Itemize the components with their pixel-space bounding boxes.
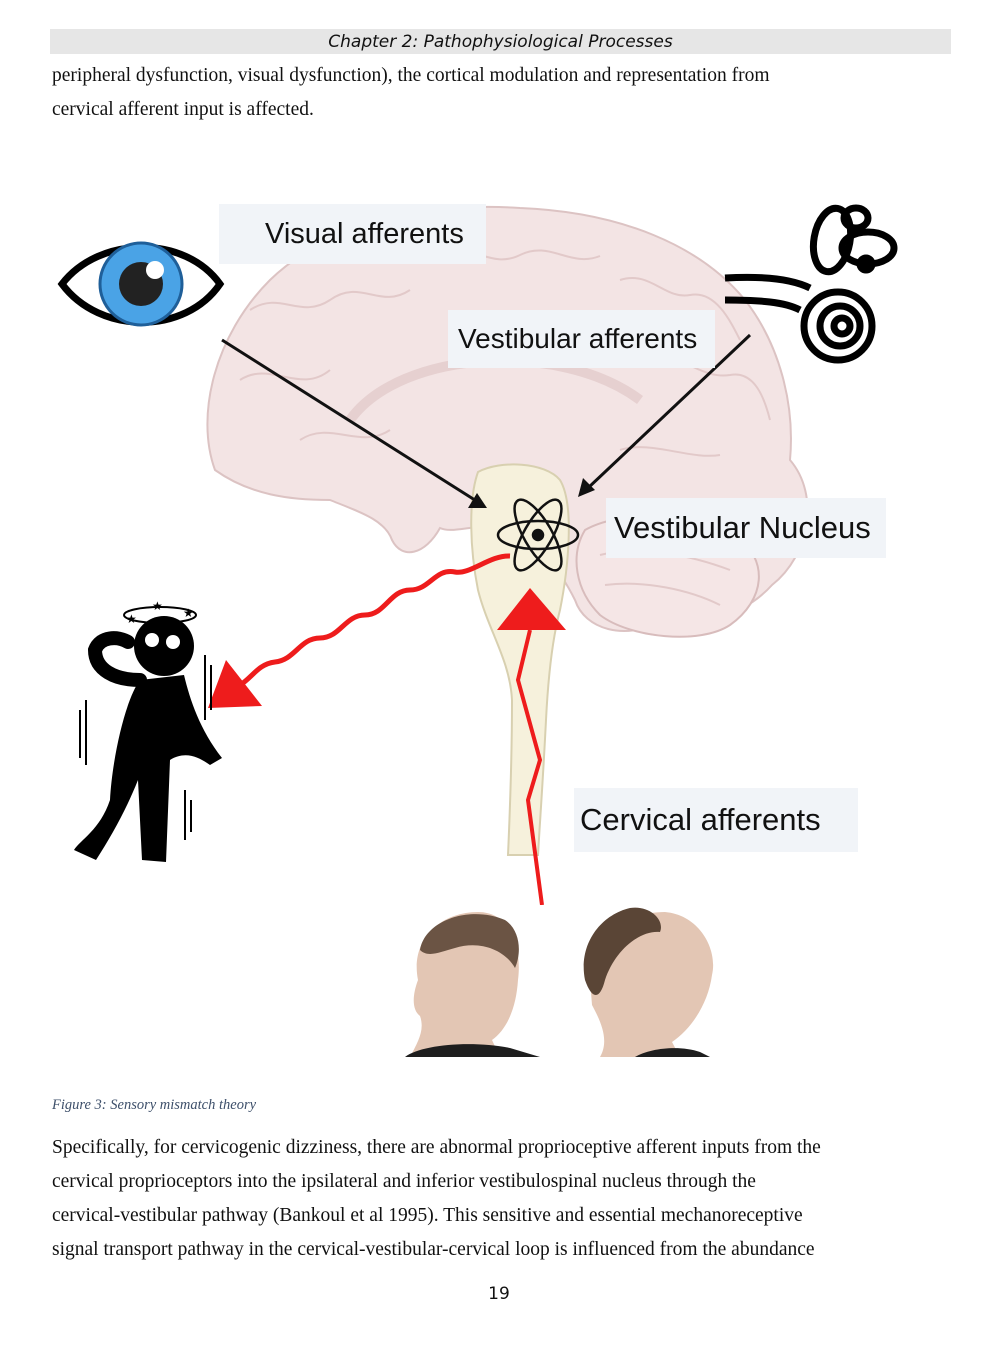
head-rotation-photos	[352, 905, 798, 1057]
svg-text:★: ★	[152, 599, 163, 613]
eye-icon	[57, 241, 225, 327]
brainstem-illustration	[470, 463, 570, 856]
paragraph-line: cervical proprioceptors into the ipsilat…	[52, 1171, 756, 1192]
vestibular-afferents-label: Vestibular afferents	[448, 310, 715, 368]
svg-text:★: ★	[183, 606, 194, 620]
vestibular-nucleus-label: Vestibular Nucleus	[606, 498, 886, 558]
inner-ear-icon	[724, 204, 898, 364]
paragraph-line: cervical-vestibular pathway (Bankoul et …	[52, 1205, 803, 1226]
output-signal-arrow	[208, 553, 511, 708]
vestibular-nucleus-icon	[496, 498, 580, 572]
figure-illustration: ★ ★ ★	[57, 204, 898, 1057]
top-paragraph: peripheral dysfunction, visual dysfuncti…	[52, 59, 962, 127]
page-number: 19	[488, 1284, 510, 1304]
dizzy-person-icon: ★ ★ ★	[74, 599, 222, 862]
bottom-paragraph: Specifically, for cervicogenic dizziness…	[52, 1131, 962, 1267]
sensory-mismatch-figure: ★ ★ ★ Visual afferents Vestibular affere…	[0, 160, 998, 1070]
afferent-arrows	[221, 333, 752, 508]
cervical-signal-arrow	[497, 588, 566, 906]
figure-caption: Figure 3: Sensory mismatch theory	[52, 1097, 257, 1113]
paragraph-line: cervical afferent input is affected.	[52, 99, 314, 120]
chapter-header: Chapter 2: Pathophysiological Processes	[50, 29, 951, 54]
paragraph-line: Specifically, for cervicogenic dizziness…	[52, 1137, 821, 1158]
svg-text:★: ★	[126, 612, 137, 626]
visual-afferents-label: Visual afferents	[219, 204, 486, 264]
paragraph-line: signal transport pathway in the cervical…	[52, 1239, 815, 1260]
paragraph-line: peripheral dysfunction, visual dysfuncti…	[52, 65, 770, 86]
cervical-afferents-label: Cervical afferents	[574, 788, 858, 852]
